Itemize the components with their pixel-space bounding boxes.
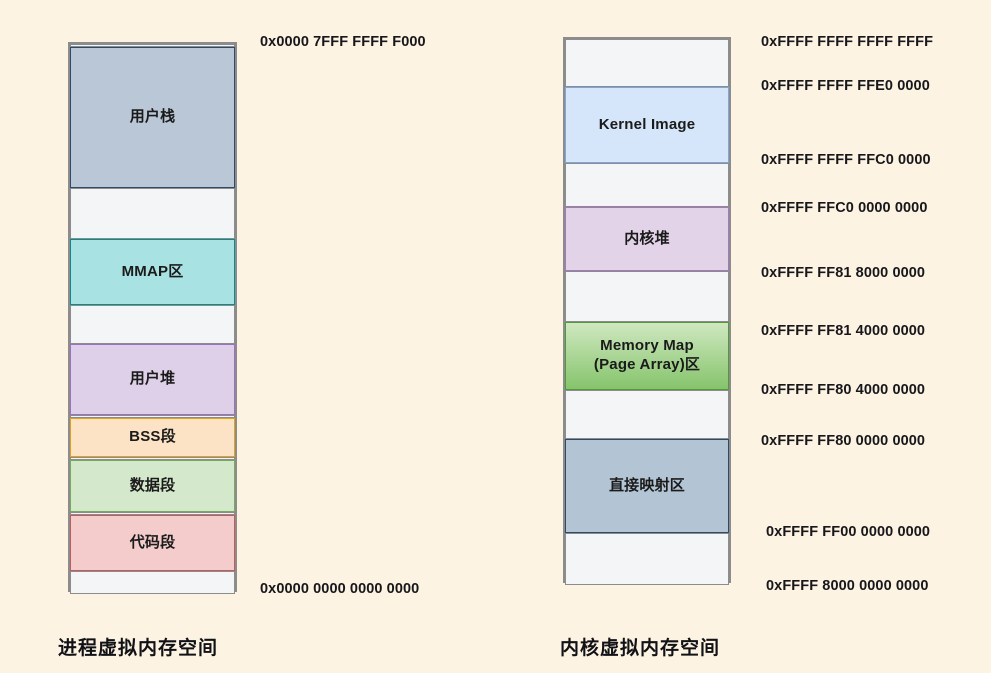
kernel-region-block-label: 直接映射区 [608,476,685,494]
kernel-address-label: 0xFFFF FFFF FFFF FFFF [761,34,934,50]
process-region-block: MMAP区 [70,239,235,305]
kernel-memory-column: Kernel Image 内核堆 Memory Map(Page Array)区直接… [563,37,731,585]
process-region-gap-block [70,415,235,418]
process-region-block: 用户堆 [70,344,235,415]
process-region-block-label: 数据段 [129,476,176,494]
kernel-region-block-label: Memory Map(Page Array)区 [593,337,701,373]
kernel-address-label: 0xFFFF FF80 0000 0000 [761,433,926,449]
process-region-block: 数据段 [70,460,235,512]
kernel-space-caption: 内核虚拟内存空间 [560,638,721,659]
kernel-region-block-label: Kernel Image [598,115,696,133]
kernel-region-block: 内核堆 [565,207,729,271]
process-region-block: 用户栈 [70,47,235,188]
process-region-block-label: MMAP区 [121,262,184,280]
kernel-region-block: Memory Map(Page Array)区 [565,322,729,390]
kernel-region-gap-block [565,271,729,322]
kernel-address-label: 0xFFFF FF81 8000 0000 [761,265,926,281]
process-region-block-label: 代码段 [129,533,176,551]
process-region-block: 代码段 [70,515,235,571]
process-region-gap-block [70,571,235,594]
kernel-address-label: 0xFFFF FF80 4000 0000 [761,382,926,398]
kernel-address-label: 0xFFFF 8000 0000 0000 [766,578,929,594]
kernel-region-block-label: 内核堆 [624,229,670,247]
kernel-address-label: 0xFFFF FF00 0000 0000 [766,524,931,540]
process-region-gap-block [70,188,235,239]
process-memory-column: 用户栈 MMAP区用户堆 BSS段数据段代码段 [68,42,237,594]
process-region-block: BSS段 [70,418,235,457]
kernel-address-label: 0xFFFF FFFF FFE0 0000 [761,78,930,94]
process-address-label: 0x0000 0000 0000 0000 [260,581,420,597]
kernel-region-block: 直接映射区 [565,439,729,533]
kernel-region-gap-block [565,533,729,585]
process-region-gap-block [70,457,235,460]
process-space-caption: 进程虚拟内存空间 [58,638,219,659]
kernel-region-gap-block [565,163,729,207]
kernel-region-block: Kernel Image [565,87,729,163]
kernel-address-label: 0xFFFF FF81 4000 0000 [761,323,926,339]
kernel-region-gap-block [565,390,729,439]
process-region-gap-block [70,305,235,344]
kernel-region-gap-block [565,39,729,87]
process-region-block-label: BSS段 [129,428,176,446]
kernel-address-label: 0xFFFF FFC0 0000 0000 [761,200,928,216]
process-region-gap-block [70,44,235,47]
process-region-block-label: 用户栈 [129,108,176,126]
process-region-block-label: 用户堆 [129,370,176,388]
kernel-address-label: 0xFFFF FFFF FFC0 0000 [761,152,931,168]
process-region-gap-block [70,512,235,515]
process-address-label: 0x0000 7FFF FFFF F000 [260,34,426,50]
